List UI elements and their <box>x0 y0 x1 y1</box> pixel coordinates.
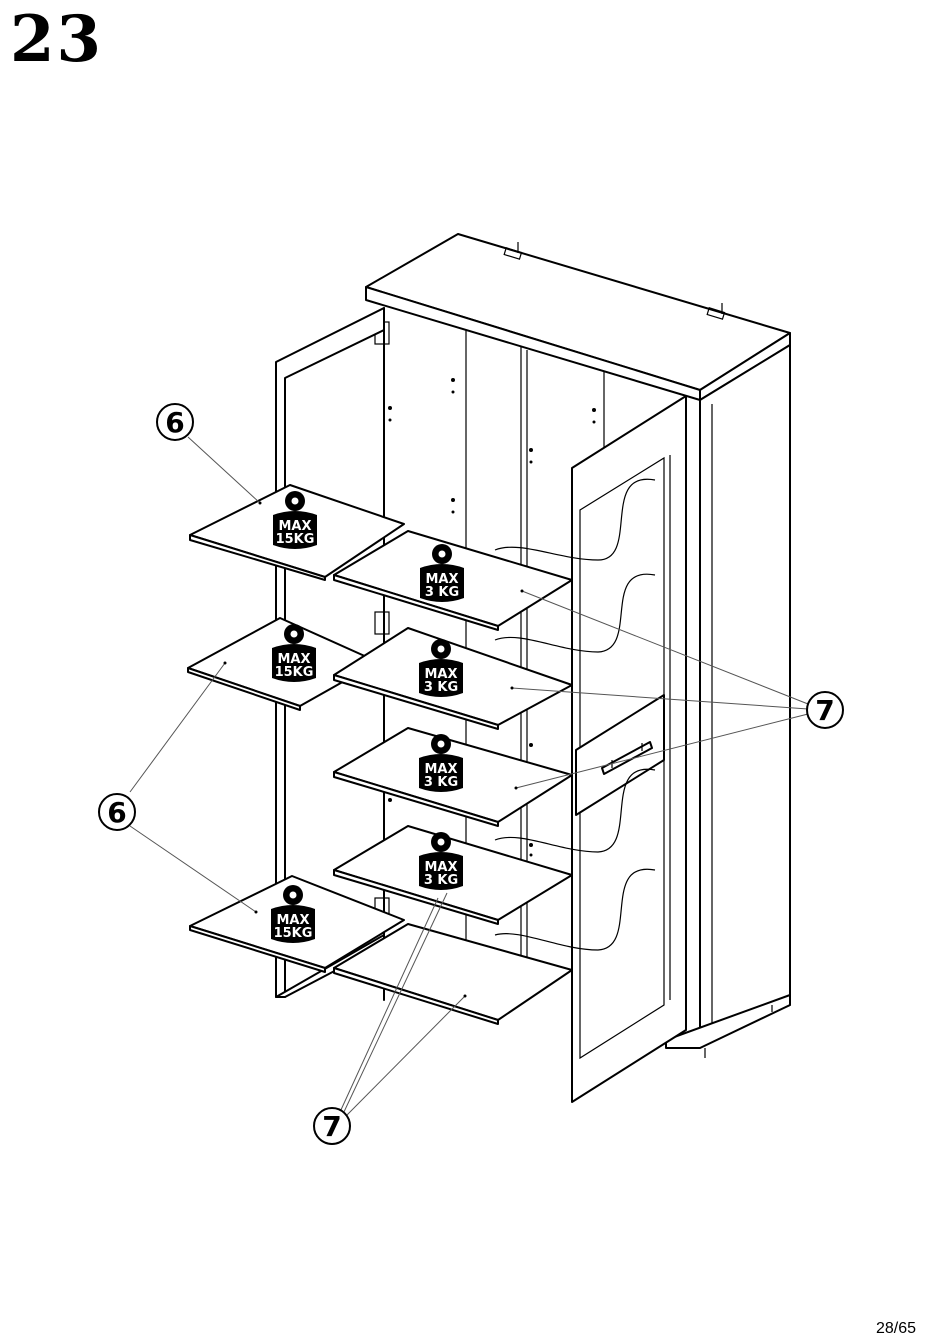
weight-3kg-icon: MAX 3 KG <box>420 544 464 602</box>
callout-6-top: 6 <box>156 403 194 441</box>
weight-label-value: 3 KG <box>424 873 458 888</box>
weight-label-value: 15KG <box>275 665 314 680</box>
shelf-pin-holes <box>388 378 596 857</box>
callout-7-right: 7 <box>806 691 844 729</box>
weight-label-value: 3 KG <box>424 775 458 790</box>
weight-label-max: MAX <box>424 667 457 682</box>
weight-label-value: 15KG <box>274 926 313 941</box>
callout-6-bottom: 6 <box>98 793 136 831</box>
weight-3kg-icon: MAX 3 KG <box>419 734 463 792</box>
weight-15kg-icon: MAX 15KG <box>273 491 317 549</box>
weight-icons: MAX 15KG MAX 15KG MAX 15KG MAX 3 KG MAX … <box>271 491 464 943</box>
door-handle <box>601 741 653 775</box>
weight-label-max: MAX <box>424 762 457 777</box>
weight-label-value: 15KG <box>276 532 315 547</box>
weight-label-max: MAX <box>278 519 311 534</box>
weight-label-max: MAX <box>424 860 457 875</box>
weight-3kg-icon: MAX 3 KG <box>419 639 463 697</box>
callout-label: 6 <box>107 796 126 829</box>
callout-7-bottom: 7 <box>313 1107 351 1145</box>
step-number: 23 <box>10 2 104 77</box>
callout-label: 7 <box>322 1110 341 1143</box>
weight-label-value: 3 KG <box>424 680 458 695</box>
cabinet-body <box>365 233 791 1058</box>
callout-label: 6 <box>165 406 184 439</box>
weight-label-max: MAX <box>425 572 458 587</box>
weight-label-max: MAX <box>276 913 309 928</box>
weight-15kg-icon: MAX 15KG <box>272 624 316 682</box>
callout-label: 7 <box>815 694 834 727</box>
weight-label-value: 3 KG <box>425 585 459 600</box>
page-number: 28/65 <box>875 1320 916 1337</box>
leader-lines <box>129 436 809 1117</box>
right-glass-door <box>494 395 687 1103</box>
weight-15kg-icon: MAX 15KG <box>271 885 315 943</box>
weight-label-max: MAX <box>277 652 310 667</box>
weight-3kg-icon: MAX 3 KG <box>419 832 463 890</box>
